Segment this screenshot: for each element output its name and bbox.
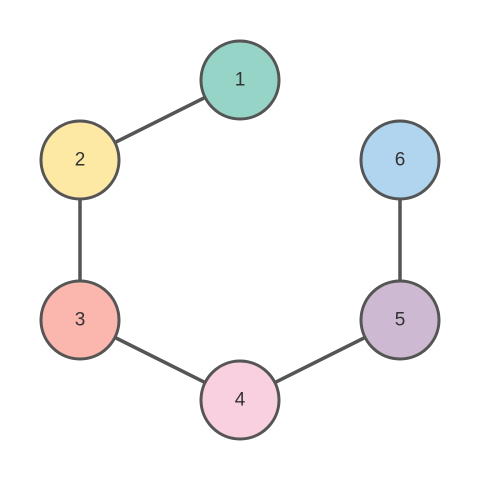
- node-label: 3: [75, 310, 86, 331]
- node-3: 3: [39, 279, 121, 361]
- node-1: 1: [199, 39, 281, 121]
- node-2: 2: [39, 119, 121, 201]
- node-label: 1: [235, 70, 246, 91]
- node-circle: [199, 39, 281, 121]
- node-4: 4: [199, 359, 281, 441]
- node-circle: [359, 119, 441, 201]
- node-circle: [359, 279, 441, 361]
- node-6: 6: [359, 119, 441, 201]
- node-circle: [39, 279, 121, 361]
- node-label: 4: [235, 390, 246, 411]
- node-5: 5: [359, 279, 441, 361]
- edges-layer: [78, 78, 402, 402]
- node-label: 6: [395, 150, 406, 171]
- node-circle: [39, 119, 121, 201]
- node-label: 2: [75, 150, 86, 171]
- node-circle: [199, 359, 281, 441]
- node-label: 5: [395, 310, 406, 331]
- nodes-layer: 1 2 3 4 5 6: [39, 39, 441, 441]
